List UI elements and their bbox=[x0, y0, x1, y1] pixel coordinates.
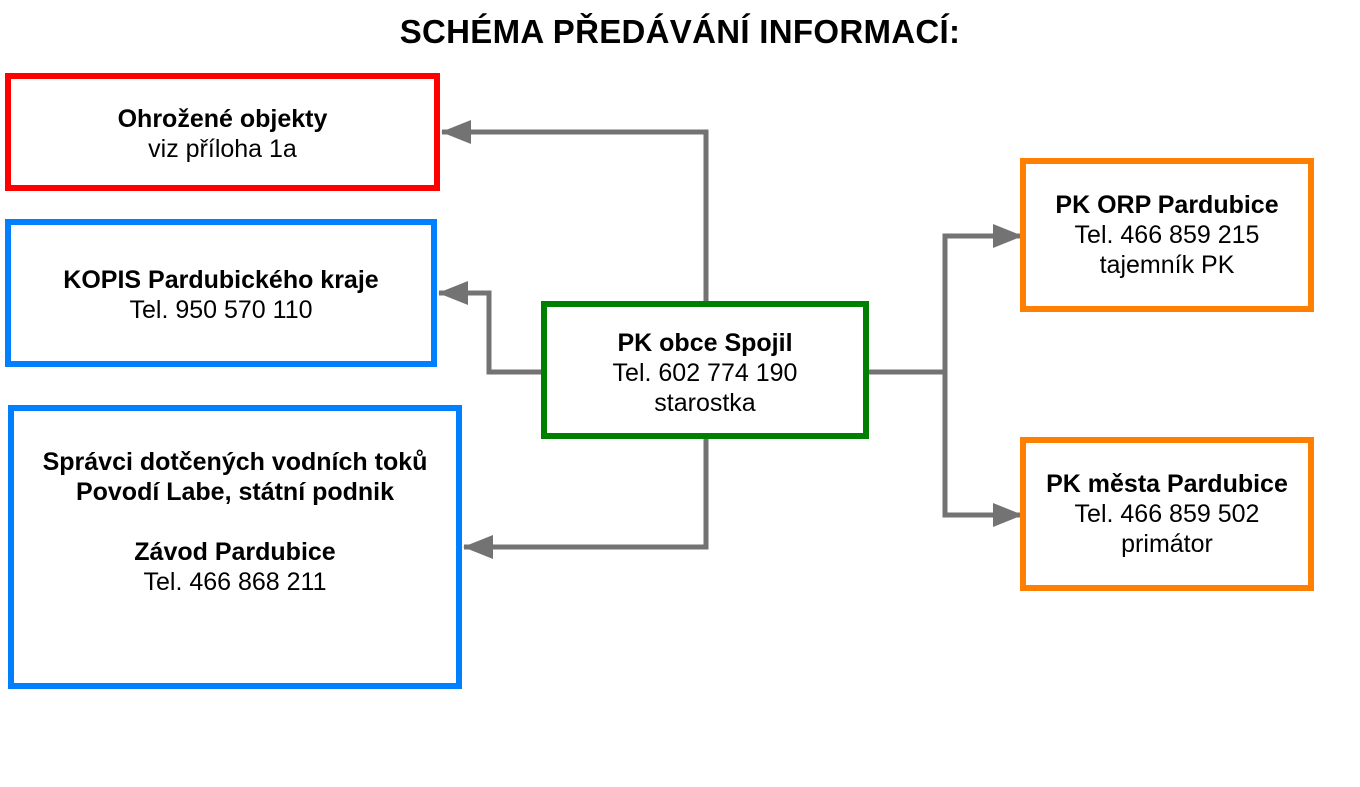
node-pk-mesta-pardubice: PK města Pardubice Tel. 466 859 502 prim… bbox=[1020, 437, 1314, 591]
connector-to-kopis bbox=[438, 281, 541, 375]
node-phone: Tel. 950 570 110 bbox=[129, 296, 313, 324]
node-pk-orp-pardubice: PK ORP Pardubice Tel. 466 859 215 tajemn… bbox=[1020, 158, 1314, 312]
node-phone: Tel. 466 868 211 bbox=[143, 568, 327, 596]
node-phone: Tel. 466 859 502 bbox=[1074, 500, 1260, 528]
node-name: KOPIS Pardubického kraje bbox=[63, 266, 379, 294]
node-heading-line-2: Povodí Labe, státní podnik bbox=[75, 478, 395, 506]
spacer bbox=[14, 507, 456, 537]
node-role: primátor bbox=[1121, 530, 1213, 558]
connector-to-orp bbox=[869, 224, 1023, 375]
diagram-title: SCHÉMA PŘEDÁVÁNÍ INFORMACÍ: bbox=[399, 13, 961, 50]
node-pk-obce-spojil: PK obce Spojil Tel. 602 774 190 starostk… bbox=[541, 301, 869, 439]
node-phone: Tel. 602 774 190 bbox=[612, 359, 798, 387]
node-kopis: KOPIS Pardubického kraje Tel. 950 570 11… bbox=[5, 219, 437, 367]
connector-to-spravci bbox=[463, 439, 709, 559]
connector-to-mesta bbox=[942, 372, 1023, 527]
node-name: PK ORP Pardubice bbox=[1055, 191, 1279, 219]
node-heading-line-1: Správci dotčených vodních toků bbox=[42, 448, 428, 476]
node-role: tajemník PK bbox=[1099, 251, 1235, 279]
node-detail: viz příloha 1a bbox=[148, 135, 297, 163]
node-name: Závod Pardubice bbox=[134, 538, 336, 566]
node-phone: Tel. 466 859 215 bbox=[1074, 221, 1260, 249]
node-name: Ohrožené objekty bbox=[117, 105, 328, 133]
node-role: starostka bbox=[654, 389, 756, 417]
node-name: PK města Pardubice bbox=[1046, 470, 1288, 498]
connector-to-ohrozene bbox=[441, 120, 709, 301]
node-name: PK obce Spojil bbox=[617, 329, 793, 357]
node-ohrozene-objekty: Ohrožené objekty viz příloha 1a bbox=[5, 73, 440, 191]
node-spravci-toku: Správci dotčených vodních toků Povodí La… bbox=[8, 405, 462, 689]
